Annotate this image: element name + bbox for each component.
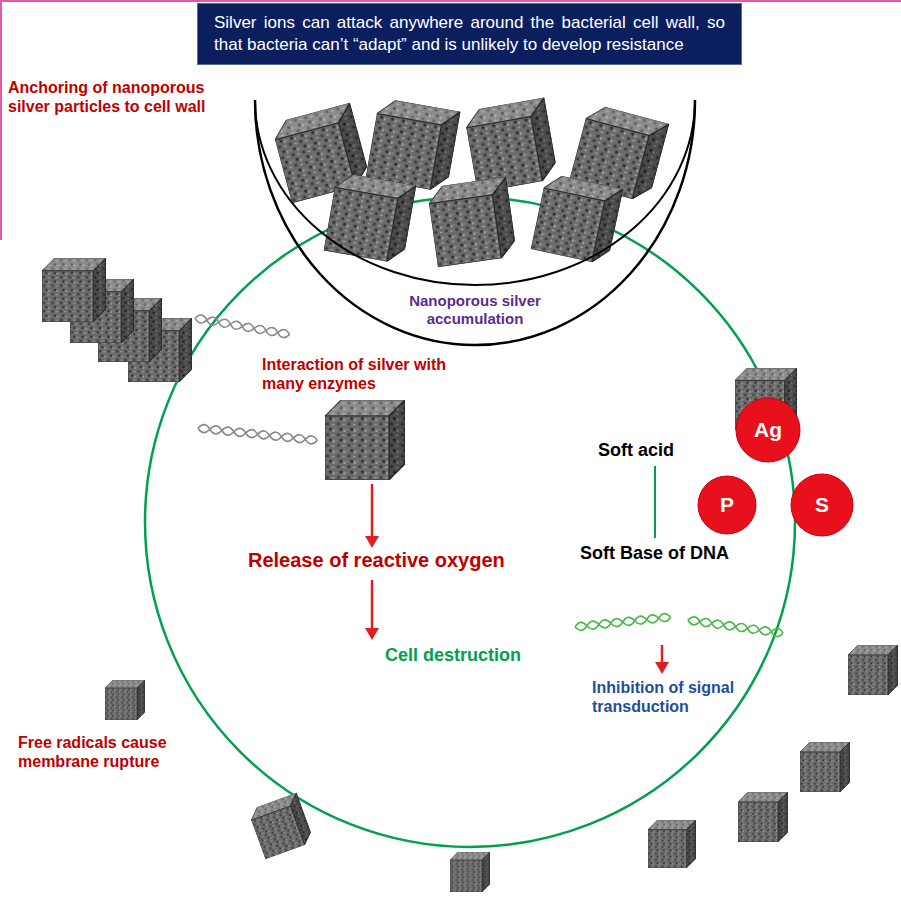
silver-particle — [450, 852, 490, 892]
element-symbol: P — [720, 493, 734, 516]
bowl-outline — [255, 100, 695, 345]
dna-strand — [194, 314, 290, 339]
bond-line — [654, 466, 656, 538]
message-text: Silver ions can attack anywhere around t… — [214, 12, 725, 56]
message-box: Silver ions can attack anywhere around t… — [197, 3, 742, 65]
arrow-head — [655, 662, 669, 674]
element-circle: S — [790, 473, 854, 537]
element-circle: Ag — [735, 397, 801, 463]
silver-particle — [648, 820, 696, 868]
element-symbol: S — [815, 493, 829, 516]
silver-particle — [427, 177, 517, 267]
silver-particle — [848, 645, 898, 695]
page-border — [0, 0, 2, 240]
acid-label: Soft acid — [598, 440, 674, 462]
silver-particle — [248, 793, 315, 860]
dna-strand — [198, 424, 318, 444]
dna-strand — [575, 613, 671, 631]
silver-particle — [324, 172, 417, 265]
page-border — [0, 0, 901, 2]
silver-particle — [531, 173, 624, 266]
dna-strand — [194, 314, 290, 339]
dna-strand — [198, 424, 318, 444]
dna-strand — [194, 314, 290, 339]
silver-particle — [325, 400, 405, 480]
dna-strand — [198, 424, 318, 444]
silver-particle — [800, 742, 850, 792]
base-label: Soft Base of DNA — [580, 543, 729, 565]
bowl-outline — [255, 100, 695, 285]
element-symbol: Ag — [754, 418, 782, 441]
mechanism-label: Interaction of silver with many enzymes — [262, 355, 462, 393]
silver-particle — [738, 792, 788, 842]
dna-strand — [687, 616, 783, 637]
arrow-head — [365, 628, 379, 640]
silver-particle — [464, 98, 559, 193]
circle-outline — [698, 476, 756, 534]
dna-strand — [575, 613, 671, 631]
mechanism-label: Free radicals cause membrane rupture — [18, 733, 188, 771]
silver-particle — [105, 680, 145, 720]
circle-outline — [736, 398, 800, 462]
silver-particle — [366, 98, 461, 193]
dna-strand — [687, 616, 783, 637]
mechanism-label: Release of reactive oxygen — [248, 548, 505, 572]
silver-particle — [42, 258, 106, 322]
outcome-label: Cell destruction — [385, 645, 521, 667]
flow-arrow — [661, 645, 664, 664]
accumulation-bowl: Nanoporous silver accumulation — [250, 95, 700, 355]
flow-arrow — [371, 484, 374, 538]
arrow-head — [365, 536, 379, 548]
outcome-label: Inhibition of signal transduction — [592, 678, 752, 716]
flow-arrow — [371, 580, 374, 630]
circle-outline — [791, 474, 853, 536]
cell-wall — [145, 197, 795, 847]
dna-strand — [687, 616, 783, 637]
bowl-label: Nanoporous silver accumulation — [400, 292, 550, 328]
element-circle: P — [697, 475, 757, 535]
mechanism-label: Anchoring of nanoporous silver particles… — [8, 78, 238, 116]
dna-strand — [575, 613, 671, 631]
